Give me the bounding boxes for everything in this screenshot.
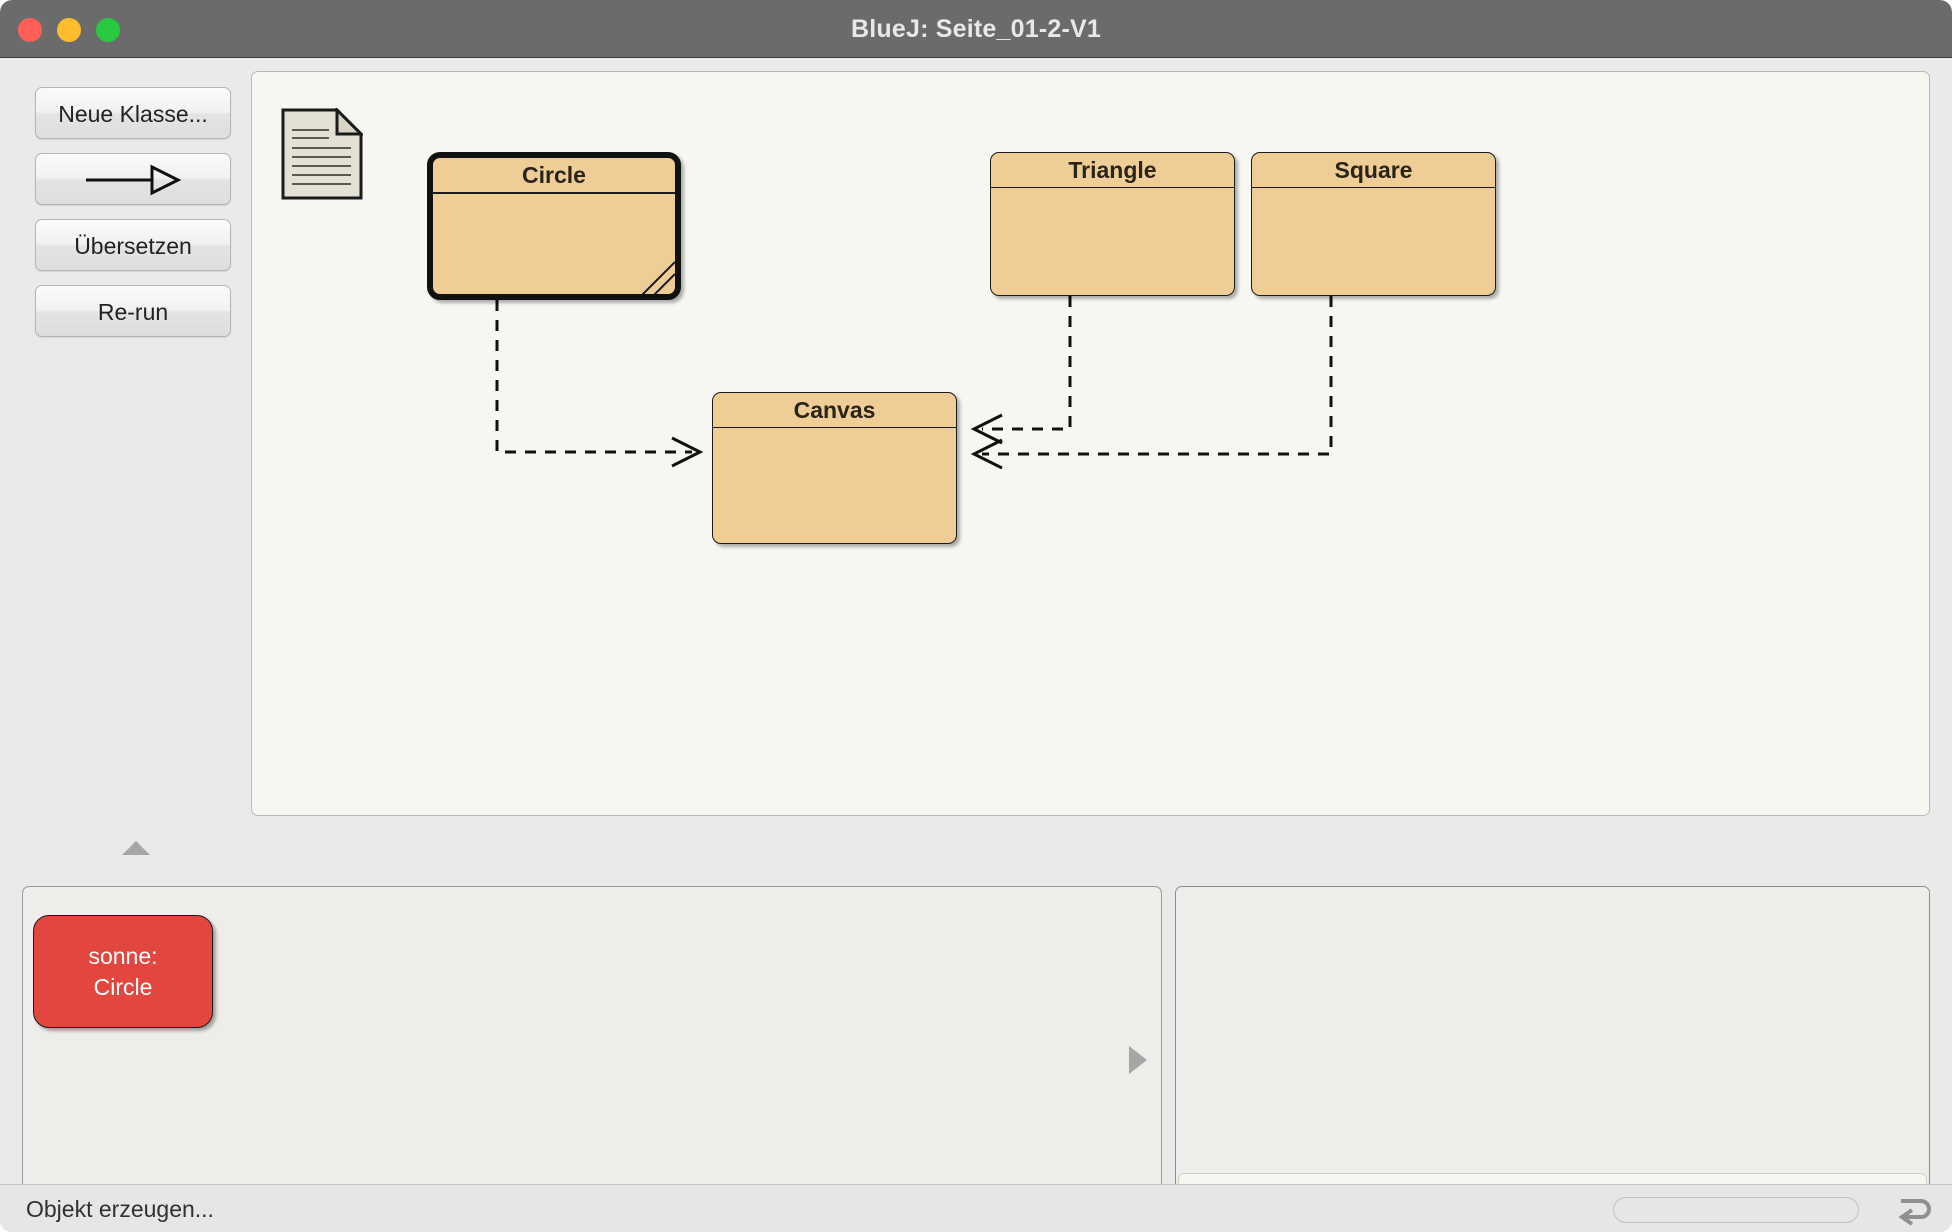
class-name-triangle: Triangle (991, 153, 1234, 188)
resize-grip-icon[interactable] (635, 254, 675, 294)
bench-expand-right-triangle-icon[interactable] (1129, 1046, 1147, 1074)
bench-object-sonne[interactable]: sonne: Circle (33, 915, 213, 1028)
dependency-arrows (495, 296, 1333, 470)
class-name-square: Square (1252, 153, 1495, 188)
left-toolbar: Neue Klasse... Übersetzen Re-run (0, 58, 242, 855)
minimize-button[interactable] (57, 18, 81, 42)
arrow-right-icon (86, 164, 182, 196)
window-titlebar: BlueJ: Seite_01-2-V1 (0, 0, 1952, 58)
class-name-canvas: Canvas (713, 393, 956, 428)
class-diagram-canvas[interactable]: Circle Triangle Square Canvas (251, 71, 1930, 816)
class-box-square[interactable]: Square (1251, 152, 1496, 296)
collapse-up-triangle-icon[interactable] (122, 841, 150, 855)
compile-button[interactable]: Übersetzen (35, 219, 231, 271)
window-title: BlueJ: Seite_01-2-V1 (851, 15, 1101, 43)
code-pad-panel[interactable] (1175, 886, 1930, 1232)
new-dependency-arrow-button[interactable] (35, 153, 231, 205)
object-class-name: Circle (93, 974, 153, 1000)
status-message: Objekt erzeugen... (26, 1196, 214, 1222)
class-box-canvas[interactable]: Canvas (712, 392, 957, 544)
class-box-circle[interactable]: Circle (427, 152, 681, 300)
progress-bar (1613, 1197, 1859, 1223)
class-name-circle: Circle (433, 158, 675, 194)
readme-note-icon[interactable] (281, 108, 363, 200)
maximize-button[interactable] (96, 18, 120, 42)
close-button[interactable] (18, 18, 42, 42)
object-instance-name: sonne: (88, 943, 158, 969)
loop-arrow-icon[interactable] (1893, 1191, 1933, 1231)
status-bar: Objekt erzeugen... (0, 1184, 1952, 1232)
dependency-circle-to-canvas (495, 300, 704, 468)
new-class-button[interactable]: Neue Klasse... (35, 87, 231, 139)
class-box-triangle[interactable]: Triangle (990, 152, 1235, 296)
dependency-triangle-to-canvas (970, 296, 1072, 445)
dependency-square-to-canvas (970, 296, 1333, 470)
code-pad-output (1176, 887, 1929, 1169)
rerun-button[interactable]: Re-run (35, 285, 231, 337)
window-body: Neue Klasse... Übersetzen Re-run (0, 58, 1952, 1232)
object-bench[interactable]: sonne: Circle (22, 886, 1162, 1232)
